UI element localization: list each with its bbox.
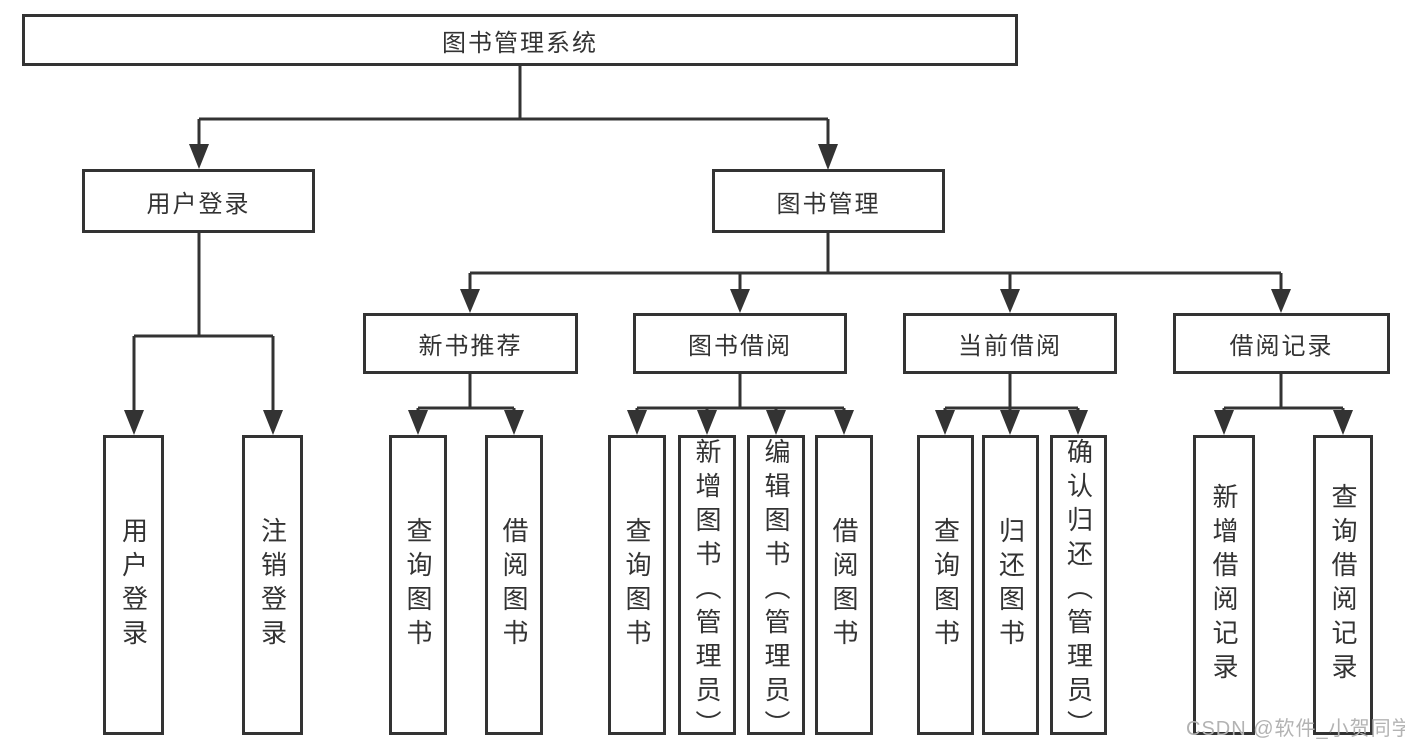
node-book-borrowing: 图书借阅 — [633, 313, 847, 374]
node-label: 借阅记录 — [1229, 333, 1334, 360]
connector-root — [189, 66, 838, 170]
connector-new-book-recommend — [408, 374, 524, 435]
leaf-user-login: 用户登录 — [103, 435, 164, 735]
node-label: 用户登录 — [146, 190, 251, 218]
leaf-query-borrow-record: 查询借阅记录 — [1313, 435, 1373, 735]
leaf-add-book-admin: 新增图书（管理员） — [678, 435, 736, 744]
node-label: 当前借阅 — [958, 333, 1062, 360]
node-label: 确认归还（管理员） — [1063, 438, 1094, 744]
node-current-borrowing: 当前借阅 — [903, 313, 1117, 374]
node-label: 新增借阅记录 — [1209, 483, 1239, 687]
connector-book-management — [460, 233, 1291, 313]
node-label: 查询图书 — [930, 517, 961, 653]
leaf-query-books-current: 查询图书 — [917, 435, 974, 735]
node-label: 注销登录 — [257, 517, 288, 653]
node-label: 图书管理 — [776, 190, 881, 218]
connector-book-borrowing — [627, 374, 854, 435]
node-label: 用户登录 — [118, 517, 149, 653]
node-label: 查询图书 — [403, 517, 433, 653]
node-user-login: 用户登录 — [82, 169, 315, 233]
node-label: 图书管理系统 — [442, 29, 598, 57]
node-label: 查询图书 — [622, 517, 652, 653]
leaf-query-books-recommend: 查询图书 — [389, 435, 447, 735]
node-new-book-recommend: 新书推荐 — [363, 313, 578, 374]
leaf-borrow-books: 借阅图书 — [815, 435, 873, 735]
node-label: 新书推荐 — [418, 333, 523, 360]
leaf-query-books-borrowing: 查询图书 — [608, 435, 666, 735]
node-label: 编辑图书（管理员） — [761, 438, 791, 744]
node-book-management: 图书管理 — [712, 169, 945, 233]
connector-borrowing-records — [1214, 374, 1353, 435]
leaf-confirm-return-admin: 确认归还（管理员） — [1050, 435, 1107, 744]
connector-current-borrowing — [935, 374, 1088, 435]
connector-user-login — [124, 232, 283, 435]
node-label: 图书借阅 — [688, 333, 792, 360]
node-label: 借阅图书 — [829, 517, 859, 653]
node-label: 借阅图书 — [499, 517, 529, 653]
leaf-logout: 注销登录 — [242, 435, 303, 735]
leaf-return-books: 归还图书 — [982, 435, 1039, 735]
node-library-management-system: 图书管理系统 — [22, 14, 1018, 66]
node-label: 归还图书 — [995, 517, 1026, 653]
leaf-borrow-books-recommend: 借阅图书 — [485, 435, 543, 735]
leaf-edit-book-admin: 编辑图书（管理员） — [747, 435, 805, 744]
leaf-add-borrow-record: 新增借阅记录 — [1193, 435, 1255, 735]
node-label: 查询借阅记录 — [1328, 483, 1358, 687]
node-label: 新增图书（管理员） — [692, 438, 722, 744]
node-borrowing-records: 借阅记录 — [1173, 313, 1390, 374]
watermark: CSDN @软件_小贺同学 — [1186, 718, 1405, 740]
